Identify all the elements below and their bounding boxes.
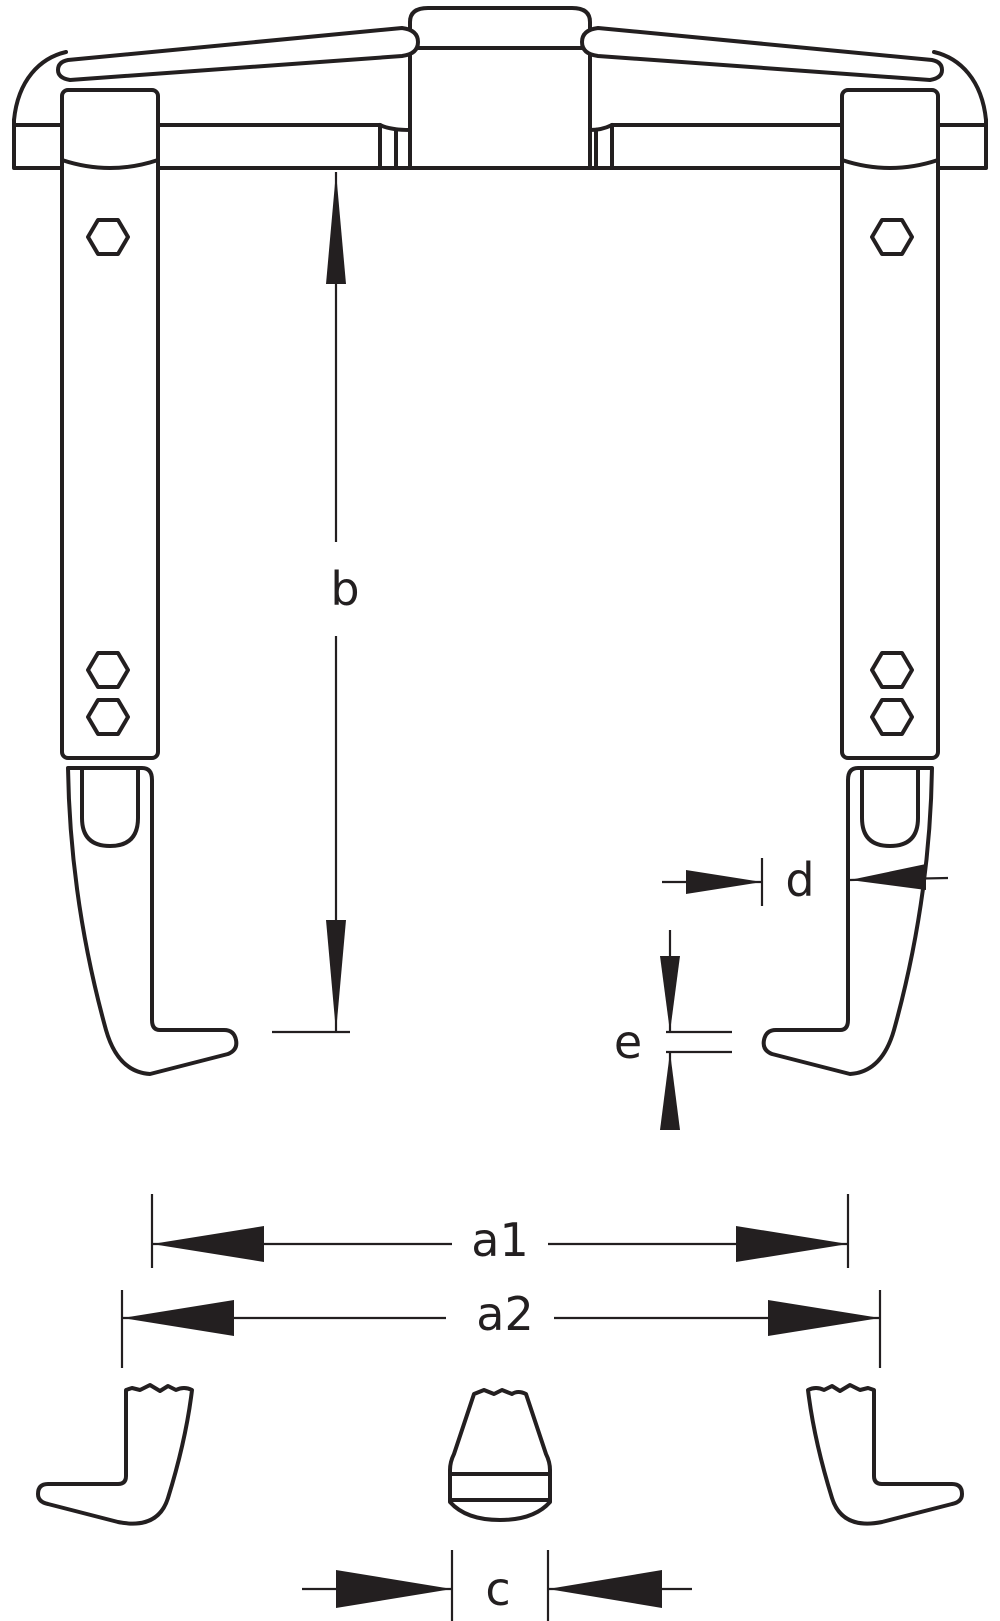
left-arm-body (60, 88, 160, 760)
right-arm-body (840, 88, 940, 760)
arrow-left-icon (850, 864, 926, 890)
arrow-up-icon (326, 172, 346, 284)
label-e: e (614, 1015, 642, 1069)
right-hex-bolt-icon (870, 698, 914, 736)
left-hex-bolt-icon (86, 651, 130, 689)
label-a1: a1 (471, 1213, 528, 1267)
center-jaw-tip (448, 1388, 552, 1522)
right-top-rail (580, 26, 944, 82)
dimension-b: b (272, 172, 360, 1034)
jaw-tip-variants (36, 1383, 964, 1526)
dimension-a1: a1 (150, 1194, 850, 1268)
dimension-e: e (614, 930, 732, 1130)
label-c: c (485, 1562, 510, 1616)
right-jaw-tip (806, 1383, 964, 1526)
right-hex-bolt-icon (870, 218, 914, 256)
crossbar (12, 6, 988, 170)
left-hex-bolt-icon (86, 218, 130, 256)
arrow-right-icon (768, 1300, 880, 1336)
left-top-rail (56, 26, 420, 82)
dimension-c: c (302, 1550, 692, 1621)
dimension-d: d (662, 853, 949, 907)
left-hex-bolt-icon (86, 698, 130, 736)
crossbar-right-cap (932, 50, 988, 122)
dimension-a2: a2 (120, 1287, 882, 1368)
arrow-left-icon (548, 1570, 662, 1608)
left-jaw-slot (80, 766, 140, 848)
left-jaw-tip (36, 1383, 194, 1526)
arrow-down-icon (326, 920, 346, 1032)
arrow-right-icon (336, 1570, 452, 1608)
right-jaw-slot (860, 766, 920, 848)
left-arm (60, 88, 239, 1076)
center-hub (408, 6, 592, 170)
label-b: b (330, 562, 359, 616)
arrow-left-icon (152, 1226, 264, 1262)
arrow-down-icon (660, 956, 680, 1032)
arrow-left-icon (122, 1300, 234, 1336)
arrow-up-icon (660, 1052, 680, 1130)
label-a2: a2 (476, 1287, 533, 1341)
crossbar-beam (12, 118, 988, 170)
arrow-right-icon (736, 1226, 848, 1262)
right-hex-bolt-icon (870, 651, 914, 689)
right-arm (761, 88, 940, 1076)
arrow-right-icon (686, 870, 762, 894)
label-d: d (785, 853, 814, 907)
crossbar-left-cap (12, 50, 68, 122)
